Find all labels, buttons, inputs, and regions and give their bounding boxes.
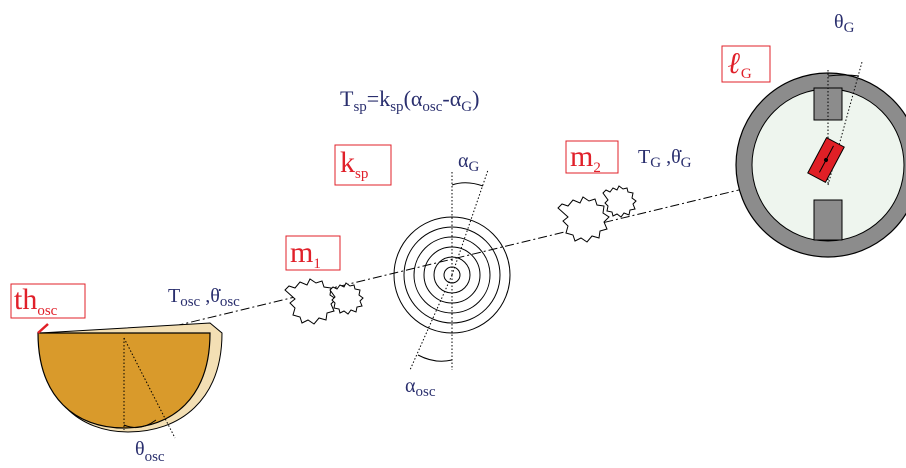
label-k-sp: ksp [340,146,368,182]
gear-pair-2-icon [557,185,637,243]
label-theta-g: θG [834,11,855,36]
escape-wheel-icon [735,61,906,258]
label-theta-osc: θosc [135,438,165,465]
label-box-k-sp [334,144,392,186]
gear-pair-1-icon [284,278,364,325]
oscillator-bowl-icon [37,322,223,439]
label-spring-equation: Tsp=ksp(αosc-αG) [340,86,479,115]
label-alpha-g: αG [458,150,479,175]
label-alpha-osc: αosc [405,375,436,400]
label-torque-osc: Tosc ,θ̇osc [168,285,240,310]
label-m2: m2 [570,140,601,176]
spiral-spring-icon [393,169,511,371]
shaft-axis-line [124,167,831,339]
anchor-rectangle [807,136,845,184]
label-box-l-g [721,45,771,83]
label-m1: m1 [290,236,321,272]
label-l-g: ℓG [728,47,752,82]
label-box-m1 [285,235,341,271]
label-box-th-osc [10,283,86,319]
label-th-osc: thosc [14,283,58,319]
label-torque-g: TG ,θ̇G [638,146,692,171]
label-box-m2 [565,140,619,174]
